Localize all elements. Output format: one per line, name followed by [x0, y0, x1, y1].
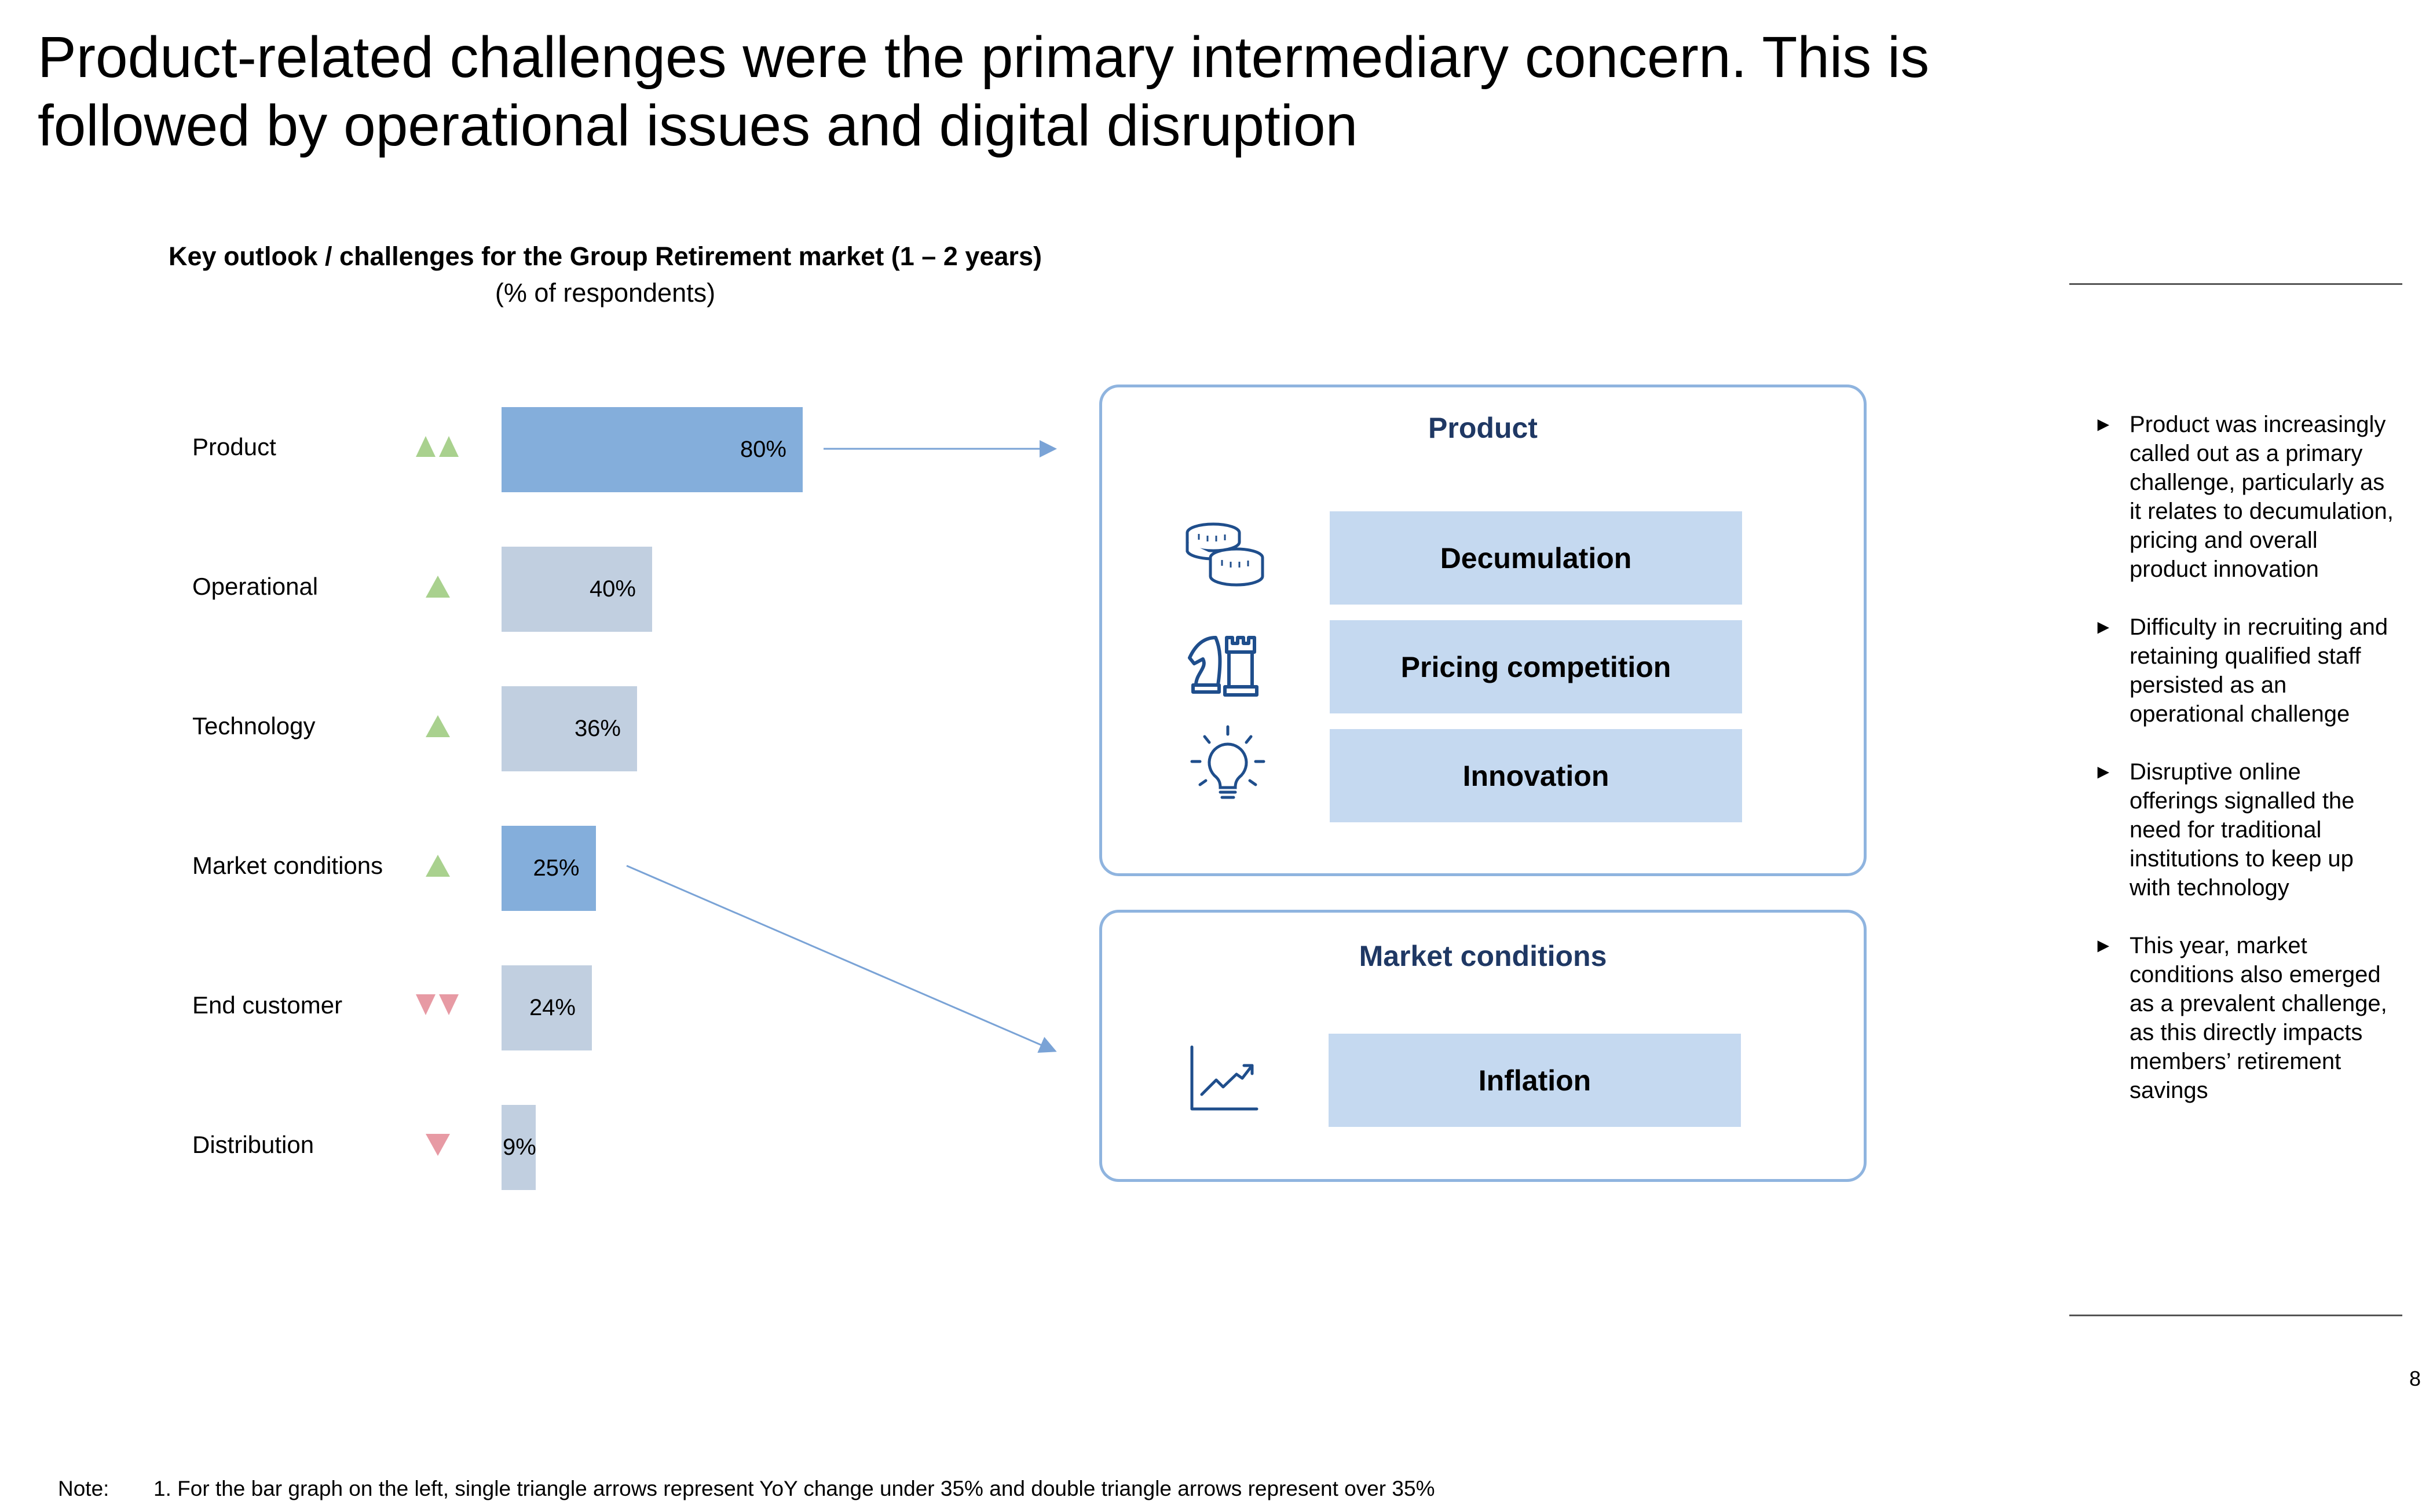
bar	[502, 965, 592, 1050]
bullet-item: ►Product was increasingly called out as …	[2094, 412, 2394, 582]
bar-value-label: 9%	[503, 1134, 536, 1160]
bullet-item: ►This year, market conditions also emerg…	[2094, 933, 2387, 1103]
product-item-pricing-competition: Pricing competition	[1330, 620, 1742, 713]
bullet-item: ►Difficulty in recruiting and retaining …	[2094, 614, 2388, 727]
market-conditions-panel	[1099, 910, 1867, 1182]
category-label: Market conditions	[192, 852, 383, 879]
note-label: Note:	[58, 1477, 109, 1500]
lightbulb-icon	[1190, 725, 1265, 799]
bar	[502, 826, 596, 911]
bar-value-label: 40%	[589, 576, 636, 602]
bullet-list: ►Product was increasingly called out as …	[2094, 410, 2395, 1134]
bar-value-label: 36%	[574, 716, 621, 741]
category-label: Operational	[192, 573, 319, 600]
trend-down-icon	[416, 994, 436, 1015]
bar	[502, 547, 652, 632]
bar-value-label: 25%	[533, 855, 580, 881]
slide-title: Product-related challenges were the prim…	[38, 25, 1930, 158]
product-panel-title: Product	[1428, 412, 1538, 444]
bar-value-label: 24%	[529, 995, 576, 1020]
bullet-item: ►Disruptive online offerings signalled t…	[2094, 759, 2355, 900]
trend-up-icon	[416, 436, 436, 457]
bottom-rule	[2069, 1315, 2402, 1316]
page-number: 8	[2409, 1367, 2421, 1390]
category-label: Technology	[192, 712, 316, 739]
top-rule	[2069, 283, 2402, 285]
note-text: 1. For the bar graph on the left, single…	[153, 1477, 1435, 1500]
trend-down-icon	[439, 994, 459, 1015]
trend-up-icon	[426, 855, 450, 877]
arrow-market-conditions	[626, 865, 1057, 1053]
category-label: Product	[192, 433, 276, 460]
trend-down-icon	[426, 1134, 450, 1156]
bar	[502, 686, 637, 771]
product-panel	[1099, 385, 1867, 876]
category-label: End customer	[192, 991, 343, 1019]
chart-title: Key outlook / challenges for the Group R…	[169, 241, 1042, 271]
market-item-inflation: Inflation	[1329, 1034, 1741, 1127]
product-item-innovation: Innovation	[1330, 729, 1742, 822]
market-conditions-panel-title: Market conditions	[1359, 940, 1607, 972]
chess-icon	[1188, 636, 1258, 697]
trend-up-icon	[439, 436, 459, 457]
trend-up-icon	[426, 715, 450, 737]
coins-icon	[1186, 522, 1264, 587]
category-label: Distribution	[192, 1131, 314, 1158]
bar-value-label: 80%	[740, 437, 786, 462]
bar	[502, 1105, 536, 1190]
chart-subtitle: (% of respondents)	[495, 278, 716, 307]
bar	[502, 407, 803, 492]
line-chart-icon	[1190, 1045, 1258, 1111]
trend-up-icon	[426, 576, 450, 598]
product-item-decumulation: Decumulation	[1330, 511, 1742, 605]
